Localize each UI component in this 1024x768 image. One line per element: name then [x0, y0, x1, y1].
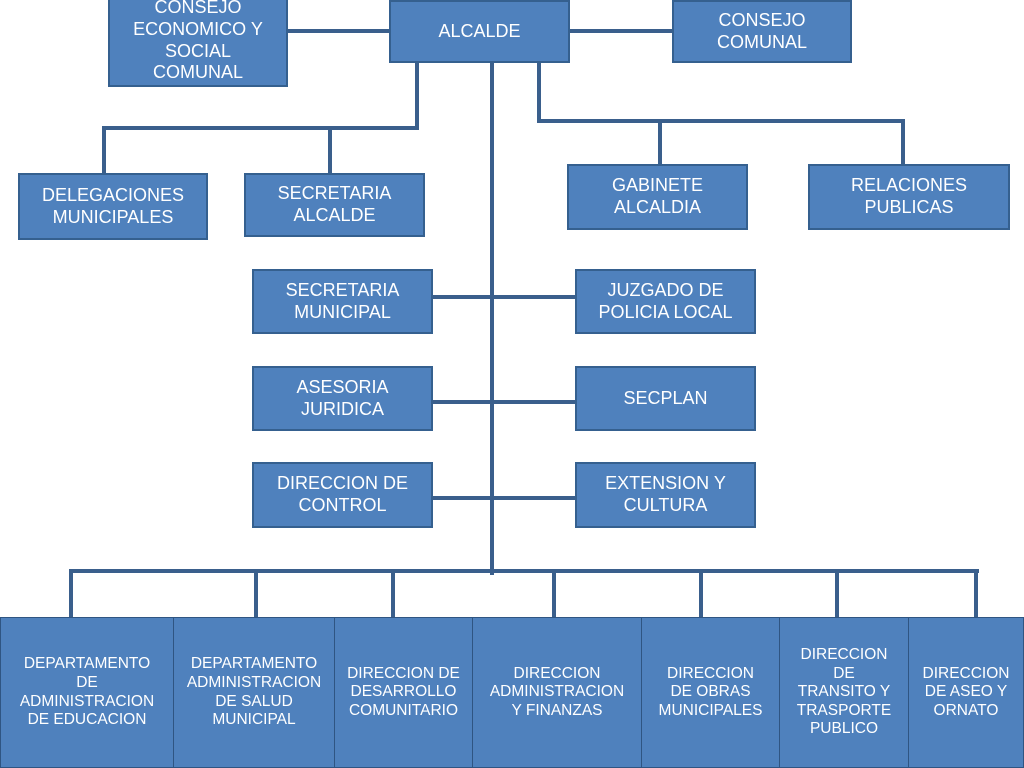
node-extension: EXTENSION Y CULTURA — [575, 462, 756, 528]
node-bottom-desarrollo: DIRECCION DE DESARROLLO COMUNITARIO — [334, 617, 473, 768]
node-consejo-economico-label: CONSEJO ECONOMICO Y SOCIAL COMUNAL — [133, 0, 263, 83]
connector-drop-salud — [254, 573, 258, 618]
node-consejo-comunal-label: CONSEJO COMUNAL — [716, 9, 807, 52]
node-bottom-desarrollo-label: DIRECCION DE DESARROLLO COMUNITARIO — [347, 664, 460, 719]
node-alcalde-label: ALCALDE — [438, 20, 521, 41]
connector-consejo-economico-alcalde — [286, 29, 391, 33]
connector-to-secretaria-alcalde — [328, 130, 332, 174]
node-secretaria-alcalde: SECRETARIA ALCALDE — [244, 173, 425, 237]
node-bottom-transito: DIRECCION DE TRANSITO Y TRASPORTE PUBLIC… — [779, 617, 909, 768]
node-secretaria-municipal-label: SECRETARIA MUNICIPAL — [285, 279, 400, 322]
node-delegaciones-label: DELEGACIONES MUNICIPALES — [41, 184, 185, 227]
node-asesoria-label: ASESORIA JURIDICA — [296, 376, 389, 419]
connector-row-control-extension — [431, 496, 577, 500]
node-bottom-finanzas-label: DIRECCION ADMINISTRACION Y FINANZAS — [489, 664, 625, 719]
node-secretaria-municipal: SECRETARIA MUNICIPAL — [252, 269, 433, 334]
connector-drop-educacion — [69, 569, 73, 618]
node-bottom-obras-label: DIRECCION DE OBRAS MUNICIPALES — [658, 664, 763, 719]
node-gabinete-label: GABINETE ALCALDIA — [611, 175, 704, 217]
connector-alcalde-consejo-comunal — [568, 29, 674, 33]
node-bottom-obras: DIRECCION DE OBRAS MUNICIPALES — [641, 617, 780, 768]
node-bottom-aseo: DIRECCION DE ASEO Y ORNATO — [908, 617, 1024, 768]
connector-left-bar — [102, 126, 419, 130]
connector-to-gabinete — [658, 123, 662, 166]
node-bottom-salud-label: DEPARTAMENTO ADMINISTRACION DE SALUD MUN… — [186, 655, 322, 729]
connector-to-relaciones — [901, 119, 905, 166]
node-control: DIRECCION DE CONTROL — [252, 462, 433, 528]
node-juzgado: JUZGADO DE POLICIA LOCAL — [575, 269, 756, 334]
connector-drop-obras — [699, 573, 703, 618]
connector-drop-transito — [835, 573, 839, 618]
node-consejo-economico: CONSEJO ECONOMICO Y SOCIAL COMUNAL — [108, 0, 288, 87]
node-bottom-educacion-label: DEPARTAMENTO DE ADMINISTRACION DE EDUCAC… — [19, 655, 155, 729]
node-asesoria: ASESORIA JURIDICA — [252, 366, 433, 431]
connector-to-delegaciones — [102, 126, 106, 174]
connector-main-trunk — [490, 61, 494, 575]
node-relaciones-label: RELACIONES PUBLICAS — [850, 175, 968, 217]
node-secplan-label: SECPLAN — [623, 387, 708, 408]
node-delegaciones: DELEGACIONES MUNICIPALES — [18, 173, 208, 240]
node-control-label: DIRECCION DE CONTROL — [276, 473, 408, 515]
node-secretaria-alcalde-label: SECRETARIA ALCALDE — [277, 183, 392, 225]
connector-right-bar — [537, 119, 905, 123]
node-bottom-aseo-label: DIRECCION DE ASEO Y ORNATO — [922, 664, 1010, 719]
connector-left-drop — [415, 61, 419, 130]
connector-drop-desarrollo — [391, 573, 395, 618]
node-gabinete: GABINETE ALCALDIA — [567, 164, 748, 230]
connector-row-secretaria-juzgado — [431, 295, 577, 299]
node-extension-label: EXTENSION Y CULTURA — [605, 473, 726, 515]
connector-drop-aseo — [974, 569, 978, 618]
node-bottom-salud: DEPARTAMENTO ADMINISTRACION DE SALUD MUN… — [173, 617, 335, 768]
node-bottom-educacion: DEPARTAMENTO DE ADMINISTRACION DE EDUCAC… — [0, 617, 174, 768]
node-juzgado-label: JUZGADO DE POLICIA LOCAL — [598, 279, 733, 322]
connector-right-drop — [537, 61, 541, 123]
connector-bottom-bar — [69, 569, 979, 573]
connector-row-asesoria-secplan — [431, 400, 577, 404]
node-secplan: SECPLAN — [575, 366, 756, 431]
node-alcalde: ALCALDE — [389, 0, 570, 63]
node-consejo-comunal: CONSEJO COMUNAL — [672, 0, 852, 63]
node-bottom-finanzas: DIRECCION ADMINISTRACION Y FINANZAS — [472, 617, 642, 768]
node-bottom-transito-label: DIRECCION DE TRANSITO Y TRASPORTE PUBLIC… — [796, 646, 892, 738]
node-relaciones: RELACIONES PUBLICAS — [808, 164, 1010, 230]
connector-drop-finanzas — [552, 573, 556, 618]
